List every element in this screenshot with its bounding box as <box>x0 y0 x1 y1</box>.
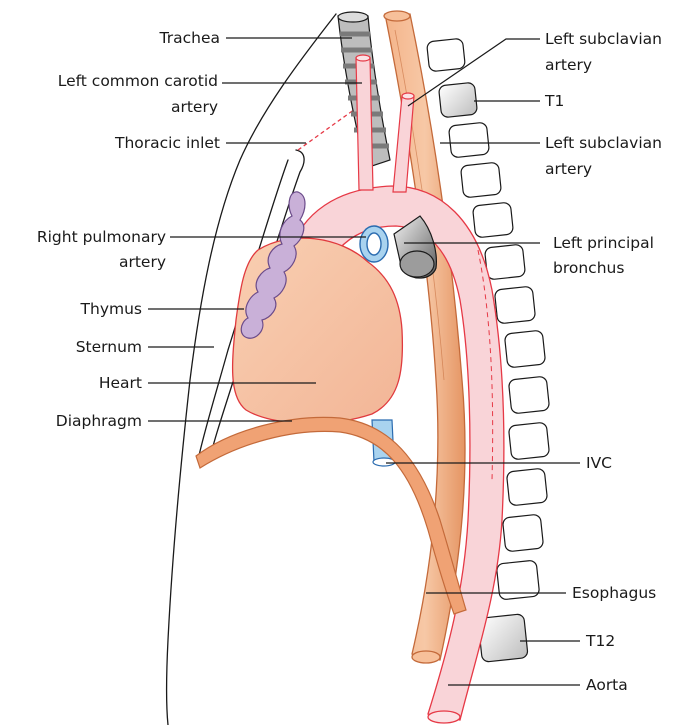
label-heart: Heart <box>99 374 142 392</box>
vertebra-2 <box>438 82 477 118</box>
thoracic-inlet-line <box>298 104 362 150</box>
label-left-principal-2: bronchus <box>553 259 624 277</box>
vertebra-11 <box>506 468 547 506</box>
label-thymus: Thymus <box>80 300 142 318</box>
vertebra-5 <box>472 202 513 238</box>
vertebra-7 <box>494 286 535 324</box>
vertebra-13 <box>496 560 540 600</box>
label-aorta: Aorta <box>586 676 628 694</box>
label-left-common-carotid-1: Left common carotid <box>58 72 218 90</box>
label-left-common-carotid-2: artery <box>171 98 218 116</box>
label-thoracic-inlet: Thoracic inlet <box>114 134 220 152</box>
label-right-pulmonary-1: Right pulmonary <box>37 228 166 246</box>
vertebra-9 <box>508 376 549 414</box>
label-diaphragm: Diaphragm <box>56 412 142 430</box>
vertebra-6 <box>484 244 525 280</box>
label-left-subclavian-top-1: Left subclavian <box>545 30 662 48</box>
vertebra-10 <box>508 422 549 460</box>
vertebra-1 <box>427 38 466 72</box>
label-ivc: IVC <box>586 454 612 472</box>
label-sternum: Sternum <box>76 338 142 356</box>
label-right-pulmonary-2: artery <box>119 253 166 271</box>
vertebra-4 <box>460 162 501 198</box>
label-t12: T12 <box>585 632 615 650</box>
label-trachea: Trachea <box>159 29 220 47</box>
vertebra-8 <box>504 330 545 368</box>
label-esophagus: Esophagus <box>572 584 656 602</box>
label-left-subclavian-top-2: artery <box>545 56 592 74</box>
vertebra-3 <box>448 122 489 158</box>
label-t1: T1 <box>544 92 564 110</box>
label-left-subclavian-2-2: artery <box>545 160 592 178</box>
vertebra-12 <box>502 514 543 552</box>
label-left-principal-1: Left principal <box>553 234 654 252</box>
right-pulmonary-artery <box>360 226 388 262</box>
label-left-subclavian-2-1: Left subclavian <box>545 134 662 152</box>
